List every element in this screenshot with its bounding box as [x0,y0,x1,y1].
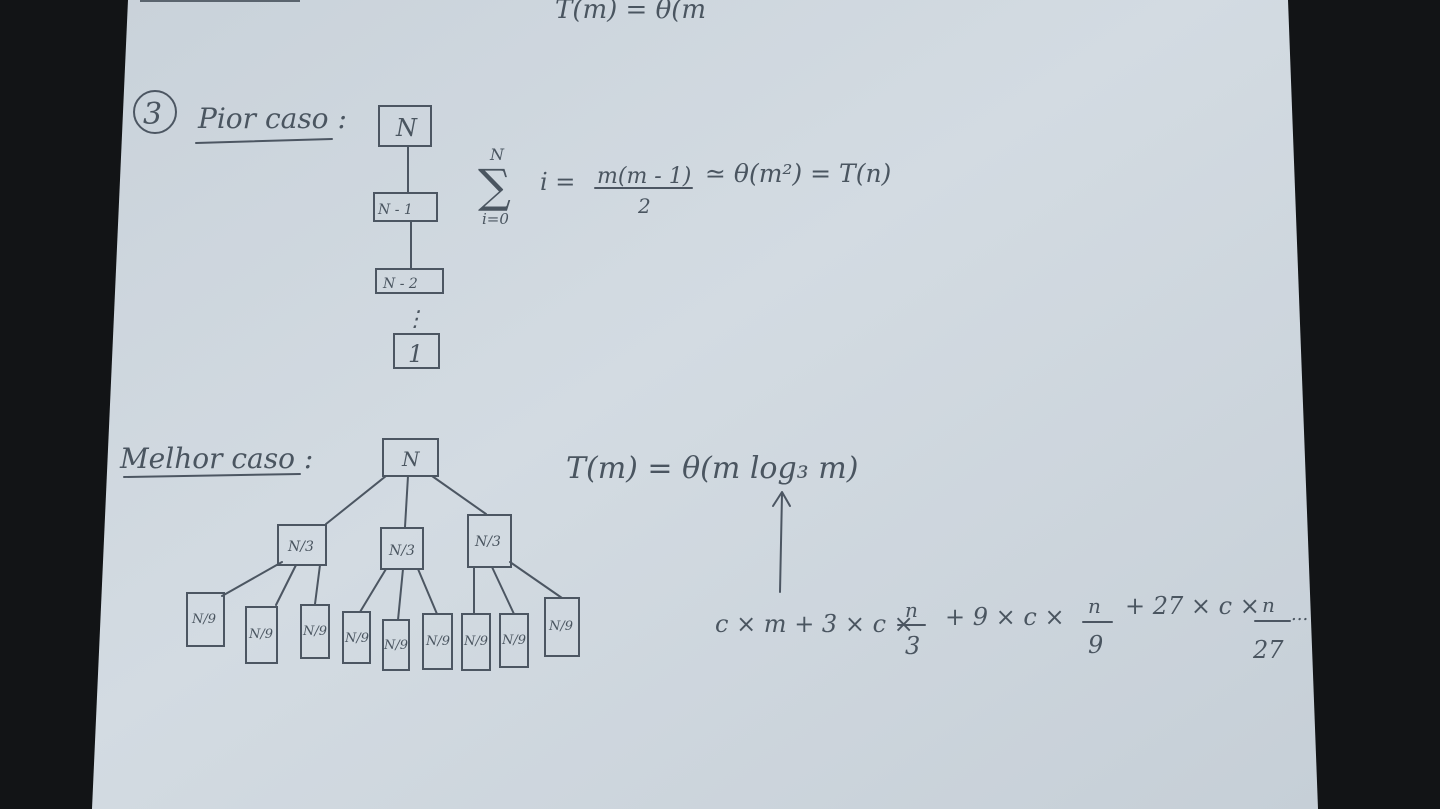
level2-node-box [342,611,371,664]
tree-edge [325,475,387,525]
level1-node-box [467,514,512,568]
chain-node-label: N [395,114,418,142]
level2-node-label: N/9 [383,638,408,653]
section-number: 3 [143,97,162,132]
series-tail: ... [1291,604,1308,625]
best-case-section: Melhor caso : N N/3 N/3 [119,438,1308,671]
level2-node-box [300,604,330,659]
tree-edge [509,561,563,599]
level2-node-label: N/9 [501,633,526,648]
worst-case-chain: N N - 1 N - 2 ⋮ 1 [373,105,444,369]
derivation-arrow [779,493,783,593]
section-number-circle [133,90,177,134]
level2-node-box [544,597,580,657]
chain-node-label: N - 2 [382,276,418,292]
series-fraction-3-num: n [1262,593,1275,617]
level2-node-label: N/9 [248,627,273,642]
series-fraction-1-num: n [905,598,918,622]
arrow-head [772,491,791,507]
level2-node-box [461,613,491,671]
formula-right: ≃ θ(m²) = T(n) [705,159,891,188]
series-fraction-1-den: 3 [905,632,920,660]
series-fraction-2-den: 9 [1088,631,1103,659]
series-term-2: + 9 × c × [945,603,1065,631]
formula-left: i = [540,168,575,196]
level2-node-label: N/9 [463,634,488,649]
chain-node-box [378,105,432,147]
fraction-numerator: m(m - 1) [597,164,691,189]
level2-node-box [382,619,410,671]
cost-series: c × m + 3 × c × n 3 + 9 × c × n 9 + 27 ×… [715,592,1308,664]
heading-underline [123,473,301,478]
sum-upper-limit: N [489,145,505,164]
tree-edge [314,564,321,605]
tree-root-label: N [401,447,421,471]
recursion-tree: N N/3 N/3 N/3 N/9 N/9 N/9 N/9 N/9 N/9 N/… [186,438,580,671]
level2-node-label: N/9 [425,634,450,649]
level2-node-label: N/9 [548,619,573,634]
level2-node-box [186,592,225,647]
fraction-denominator: 2 [637,194,651,218]
tree-edge [275,564,297,606]
tree-edge [221,561,283,597]
level2-node-label: N/9 [302,624,327,639]
tree-edge [404,475,409,528]
level1-node-label: N/3 [388,543,415,559]
level2-node-box [422,613,453,670]
series-fraction-2-num: n [1088,594,1101,618]
tree-root-box [382,438,439,477]
chain-ellipsis: ⋮ [404,307,426,332]
level2-node-label: N/9 [191,612,216,627]
worst-case-heading: Pior caso : [197,102,347,135]
series-fraction-3-den: 27 [1252,636,1284,664]
chain-node-label: N - 1 [377,202,413,218]
worst-case-section: 3 Pior caso : N N - 1 N - 2 ⋮ 1 N ∑ i=0 … [133,90,891,369]
tree-edge [359,568,387,613]
level2-node-label: N/9 [344,631,369,646]
level2-node-box [245,606,278,664]
chain-node-box [373,192,438,222]
level1-node-box [277,524,327,566]
series-term-3: + 27 × c × [1125,592,1260,620]
best-case-result: T(m) = θ(m log₃ m) [566,451,858,486]
sum-lower-limit: i=0 [482,210,509,228]
chain-node-label: 1 [408,340,423,368]
tree-edge [397,568,404,621]
chain-node-box [393,333,440,369]
level1-node-label: N/3 [287,539,314,555]
chain-node-box [375,268,444,294]
heading-underline [195,138,333,144]
level2-node-box [499,613,529,668]
series-term-1: c × m + 3 × c × [715,610,914,638]
tree-edge [417,568,438,615]
level1-node-label: N/3 [474,534,501,550]
top-formula: T(m) = θ(m [555,0,706,25]
summation-formula: N ∑ i=0 i = m(m - 1) 2 ≃ θ(m²) = T(n) [478,145,891,228]
level1-node-box [380,527,424,570]
tree-edge [431,475,487,515]
tree-edge [491,566,515,615]
sum-symbol: ∑ [478,159,511,213]
best-case-heading: Melhor caso : [119,442,313,475]
